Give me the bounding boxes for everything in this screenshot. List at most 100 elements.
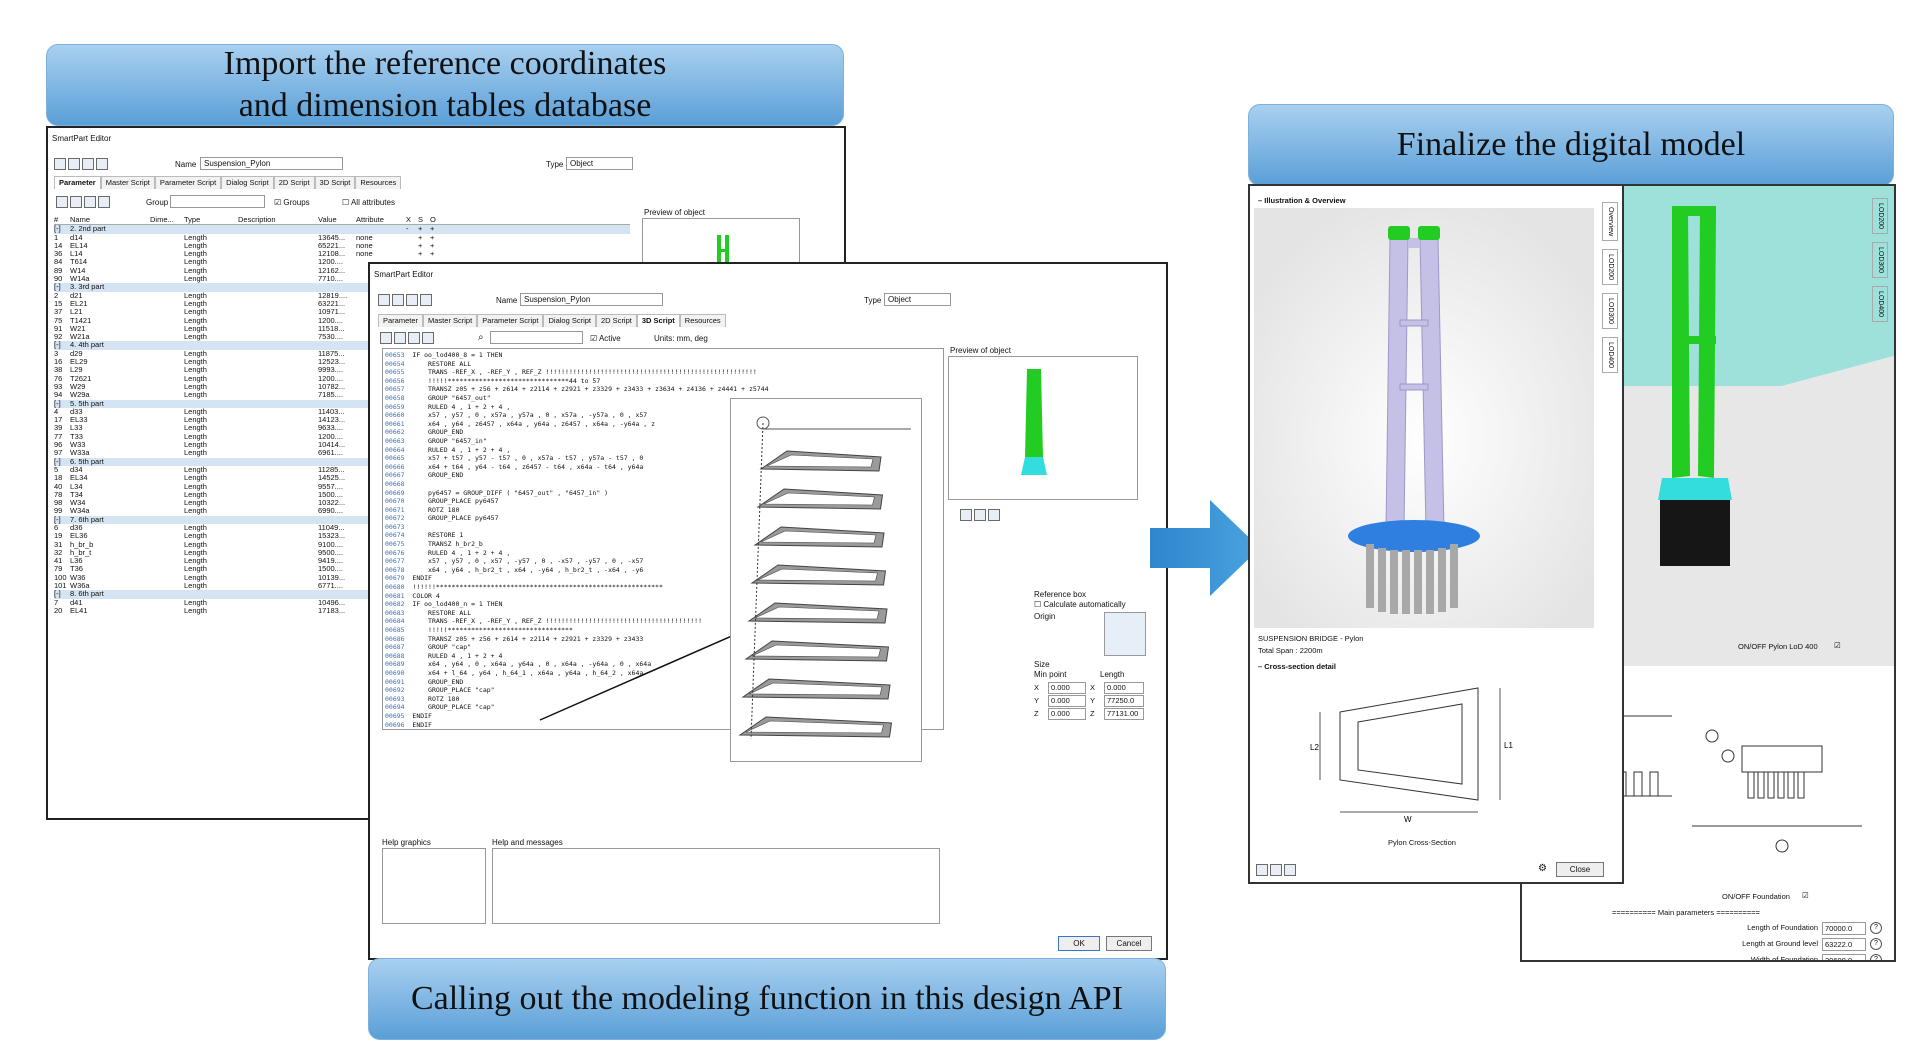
tab-lod200[interactable]: LOD200 [1602, 249, 1618, 286]
rotate-icon[interactable] [988, 509, 1000, 521]
calculate-automatically-checkbox[interactable]: ☐ Calculate automatically [1034, 600, 1126, 609]
export-icon[interactable] [96, 158, 108, 170]
parameter-input[interactable]: 63222.0 [1822, 937, 1866, 951]
help-icon[interactable]: ? [1870, 938, 1882, 950]
undo-icon[interactable] [378, 294, 390, 306]
tab-resources[interactable]: Resources [355, 176, 402, 189]
tab-master-script[interactable]: Master Script [100, 176, 155, 189]
size-input[interactable]: 0.000 [1048, 708, 1086, 720]
type-select[interactable]: Object [566, 157, 633, 170]
help-icon[interactable]: ? [1870, 954, 1882, 960]
tab-3d-script[interactable]: 3D Script [636, 314, 680, 327]
tab-2d-script[interactable]: 2D Script [273, 176, 315, 189]
all-attributes-checkbox[interactable]: ☐ All attributes [342, 198, 395, 207]
delete-param-icon[interactable] [70, 196, 82, 208]
settings-icon[interactable]: ⚙ [1538, 863, 1547, 874]
tab-lod300[interactable]: LOD300 [1602, 293, 1618, 330]
print-icon[interactable] [1256, 864, 1268, 876]
tab-dialog-script[interactable]: Dialog Script [543, 314, 597, 327]
save-icon[interactable] [82, 158, 94, 170]
tab-dialog-script[interactable]: Dialog Script [221, 176, 274, 189]
onoff-foundation-checkbox[interactable]: ☑ [1802, 891, 1809, 900]
group-select[interactable] [170, 195, 265, 208]
size-input[interactable]: 0.000 [1104, 682, 1144, 694]
parameter-input[interactable]: 70000.0 [1822, 921, 1866, 935]
redo-icon[interactable] [68, 158, 80, 170]
undo-icon[interactable] [54, 158, 66, 170]
tab-overview[interactable]: Overview [1602, 202, 1618, 242]
size-input[interactable]: 77250.0 [1104, 695, 1144, 707]
close-button[interactable]: Close [1556, 862, 1604, 877]
tab-master-script[interactable]: Master Script [423, 314, 478, 327]
groups-checkbox[interactable]: ☑ Groups [274, 198, 310, 207]
name-input[interactable]: Suspension_Pylon [200, 157, 343, 170]
paste-icon[interactable] [408, 332, 420, 344]
cancel-button[interactable]: Cancel [1106, 936, 1152, 951]
size-input[interactable]: 77131.00 [1104, 708, 1144, 720]
tab-lod200[interactable]: LOD200 [1872, 198, 1888, 235]
zoom-icon[interactable] [960, 509, 972, 521]
export-icon[interactable] [420, 294, 432, 306]
origin-grid[interactable] [1104, 612, 1146, 656]
active-checkbox[interactable]: ☑ Active [590, 334, 621, 343]
size-input[interactable]: 0.000 [1048, 695, 1086, 707]
tab-parameter[interactable]: Parameter [54, 176, 101, 189]
tab-3d-script[interactable]: 3D Script [314, 176, 356, 189]
table-section-row[interactable]: [-]5. 5th part [54, 399, 630, 408]
move-down-icon[interactable] [98, 196, 110, 208]
tab-2d-script[interactable]: 2D Script [596, 314, 637, 327]
table-section-row[interactable]: [-]2. 2nd part-++ [54, 225, 630, 234]
tab-parameter-script[interactable]: Parameter Script [154, 176, 222, 189]
table-section-row[interactable]: [-]3. 3rd part [54, 283, 630, 292]
tab-parameter[interactable]: Parameter [378, 314, 424, 327]
table-section-row[interactable]: [-]8. 6th part [54, 590, 630, 599]
info-icon[interactable] [1284, 864, 1296, 876]
help-icon[interactable]: ? [1870, 922, 1882, 934]
move-up-icon[interactable] [84, 196, 96, 208]
ok-button[interactable]: OK [1058, 936, 1100, 951]
redo-icon[interactable] [392, 294, 404, 306]
parameter-input[interactable]: 20600.0 [1822, 953, 1866, 960]
tab-lod400[interactable]: LOD400 [1602, 337, 1618, 374]
find-icon[interactable] [422, 332, 434, 344]
table-section-row[interactable]: [-]4. 4th part [54, 341, 630, 350]
copy-icon[interactable] [394, 332, 406, 344]
name-input[interactable]: Suspension_Pylon [520, 293, 663, 306]
size-input[interactable]: 0.000 [1048, 682, 1086, 694]
